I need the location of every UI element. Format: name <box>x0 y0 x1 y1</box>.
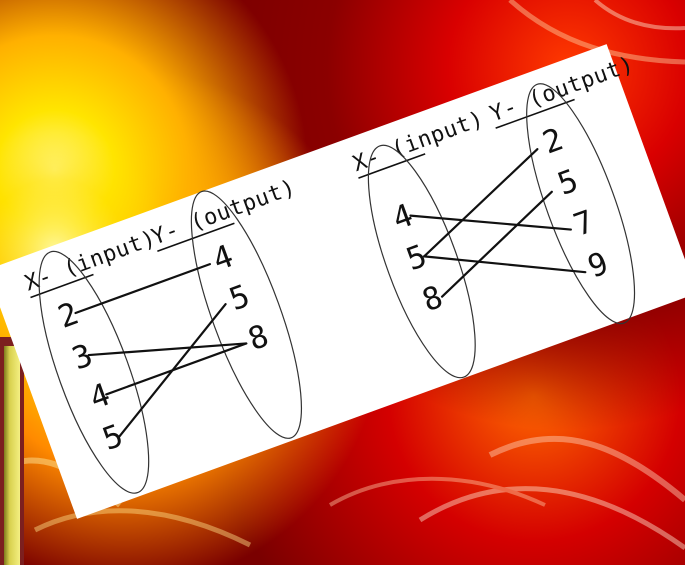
left-input-ellipse <box>38 250 150 494</box>
right-input-ellipse <box>367 144 476 379</box>
right-map-8-to-5 <box>440 190 553 298</box>
left-x-header-underline <box>30 273 94 299</box>
left-map-5-to-5 <box>118 303 227 438</box>
left-output-ellipse <box>190 190 303 439</box>
right-x-header-underline <box>358 153 426 179</box>
left-map-2-to-4 <box>74 262 212 315</box>
left-y-header-underline <box>157 222 235 253</box>
right-map-5-to-2 <box>423 148 539 258</box>
right-y-header-underline <box>495 98 575 129</box>
left-map-3-to-8 <box>87 342 248 357</box>
mapping-card <box>0 44 685 519</box>
right-output-ellipse <box>526 83 636 325</box>
right-map-5-to-9 <box>423 255 587 274</box>
side-tab <box>0 337 24 565</box>
left-map-4-to-8 <box>105 342 248 396</box>
right-map-4-to-7 <box>409 214 572 231</box>
